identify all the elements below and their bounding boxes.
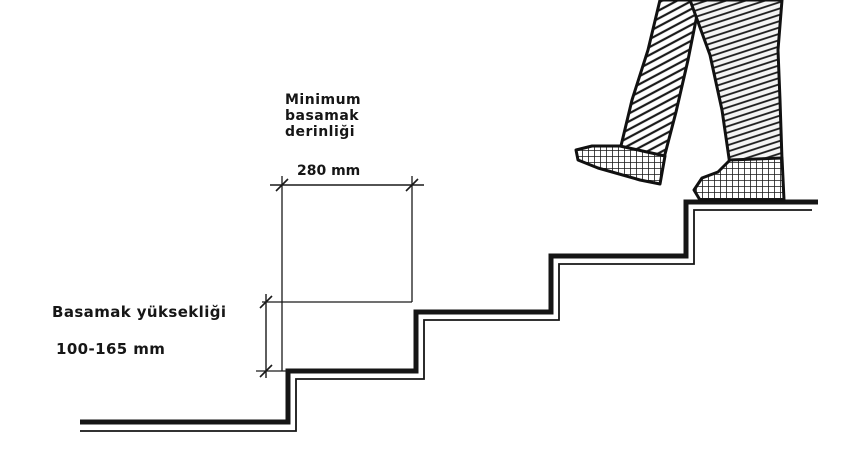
walking-legs-illustration	[574, 0, 786, 202]
depth-label-line-2: basamak	[285, 108, 360, 124]
stair-profile-thick	[80, 199, 818, 425]
depth-label-line-1: Minimum	[285, 92, 362, 108]
height-range: 100-165 mm	[56, 340, 166, 358]
stair-profile-thin	[80, 209, 812, 432]
depth-value: 280 mm	[297, 163, 361, 179]
height-label: Basamak yüksekliği	[52, 303, 227, 321]
depth-dimension	[270, 176, 424, 371]
depth-label-line-3: derinliği	[285, 124, 356, 140]
depth-label: Minimum basamak derinliği	[285, 92, 361, 140]
height-dimension	[256, 294, 412, 378]
